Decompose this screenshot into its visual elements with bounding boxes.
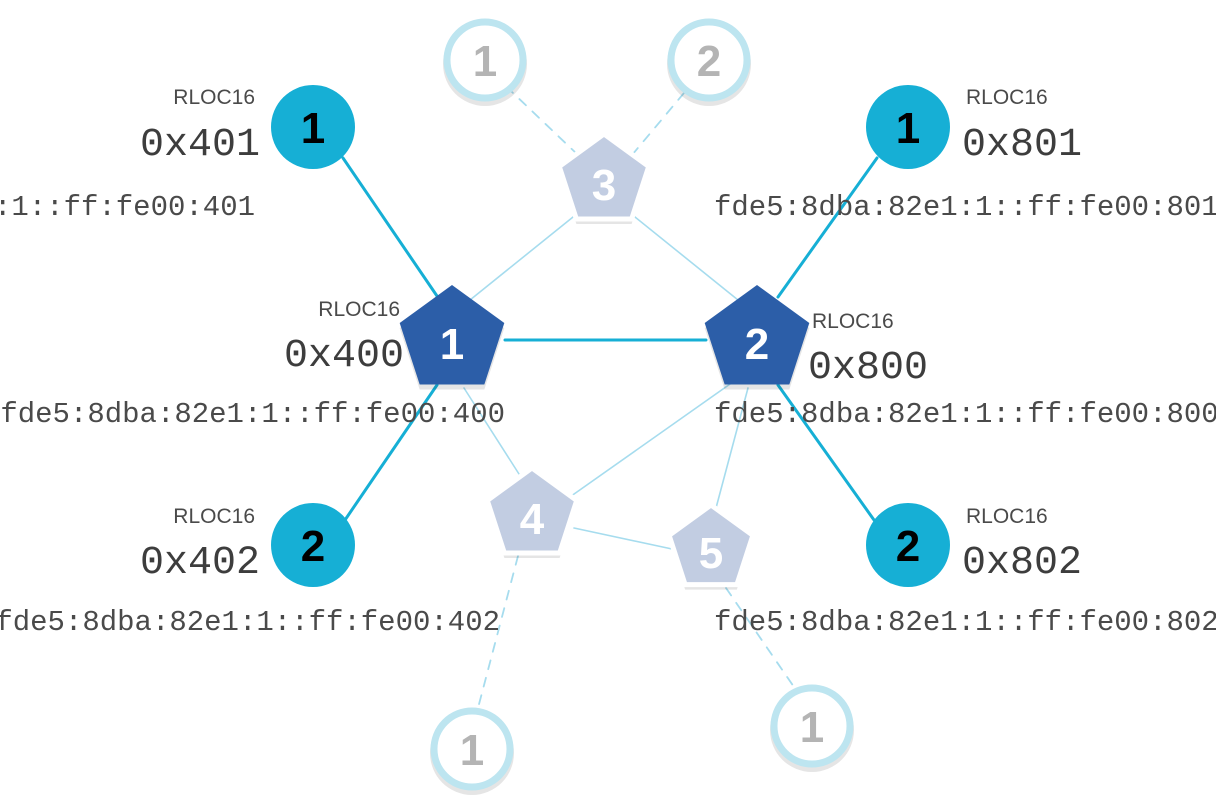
node-badge-label: 5 xyxy=(699,529,723,578)
node-bottomleft-faded-child[interactable]: 1 xyxy=(430,707,514,795)
node-badge-label: 2 xyxy=(697,37,721,86)
node-topright-faded-child[interactable]: 2 xyxy=(667,18,751,106)
rloc16-caption: RLOC16 xyxy=(318,298,400,321)
link-router800-faded3 xyxy=(629,212,739,301)
link-child801-router800 xyxy=(776,156,879,299)
node-badge-label: 1 xyxy=(460,726,484,775)
ipv6-address: fde5:8dba:82e1:1::ff:fe00:801 xyxy=(714,191,1216,224)
faded-child-circle[interactable] xyxy=(770,684,854,768)
node-5-faded-router[interactable]: 5 xyxy=(666,501,756,590)
faded-router-pentagon[interactable] xyxy=(484,464,580,556)
faded-child-circle[interactable] xyxy=(430,707,514,791)
rloc16-value: 0x401 xyxy=(140,123,260,168)
node-badge-label: 1 xyxy=(896,104,920,153)
faded-router-pentagon[interactable] xyxy=(666,501,756,588)
child-circle[interactable] xyxy=(866,503,950,587)
ipv6-address: fde5:8dba:82e1:1::ff:fe00:401 xyxy=(0,191,255,224)
link-child402-router400 xyxy=(343,383,439,522)
node-badge-label: 3 xyxy=(592,161,616,210)
node-0x802-child[interactable]: 2 xyxy=(866,503,950,587)
node-badge-label: 4 xyxy=(520,495,545,544)
child-circle[interactable] xyxy=(271,85,355,169)
link-faded4-childC xyxy=(477,555,519,709)
child-circle[interactable] xyxy=(866,85,950,169)
link-router800-faded5 xyxy=(715,387,749,509)
link-faded3-childA xyxy=(511,91,579,156)
router-pentagon[interactable] xyxy=(704,285,810,385)
links-layer xyxy=(341,91,879,709)
node-topleft-faded-child[interactable]: 1 xyxy=(443,18,527,106)
link-faded4-faded5 xyxy=(573,527,673,550)
rloc16-value: 0x402 xyxy=(140,541,260,586)
rloc16-caption: RLOC16 xyxy=(812,310,894,333)
ipv6-address: fde5:8dba:82e1:1::ff:fe00:402 xyxy=(0,606,500,639)
node-badge-label: 1 xyxy=(473,37,497,86)
router-pentagon[interactable] xyxy=(399,285,505,385)
node-badge-label: 1 xyxy=(301,104,325,153)
node-badge-label: 1 xyxy=(800,703,824,752)
node-0x801-child[interactable]: 1 xyxy=(866,85,950,169)
rloc16-value: 0x400 xyxy=(284,334,404,379)
node-3-faded-router[interactable]: 3 xyxy=(556,130,652,225)
node-0x401-child[interactable]: 1 xyxy=(271,85,355,169)
rloc16-caption: RLOC16 xyxy=(173,505,255,528)
faded-child-circle[interactable] xyxy=(443,18,527,102)
rloc16-caption: RLOC16 xyxy=(966,86,1048,109)
link-router800-faded4 xyxy=(566,376,741,500)
rloc16-value: 0x801 xyxy=(962,123,1082,168)
faded-child-circle[interactable] xyxy=(667,18,751,102)
node-bottomright-faded-child[interactable]: 1 xyxy=(770,684,854,772)
child-circle[interactable] xyxy=(271,503,355,587)
node-0x402-child[interactable]: 2 xyxy=(271,503,355,587)
ipv6-address: fde5:8dba:82e1:1::ff:fe00:802 xyxy=(714,606,1216,639)
node-badge-label: 2 xyxy=(896,522,920,571)
link-faded3-childB xyxy=(631,92,685,156)
node-0x800-router[interactable]: 2 xyxy=(704,285,810,390)
ipv6-address: fde5:8dba:82e1:1::ff:fe00:800 xyxy=(714,398,1216,431)
nodes-layer: 1 2 1 1 3 4 5 1 2 1 2 1 2 xyxy=(271,18,950,795)
node-0x400-router[interactable]: 1 xyxy=(399,285,505,390)
link-router400-faded4 xyxy=(463,387,520,475)
faded-router-pentagon[interactable] xyxy=(556,130,652,222)
link-child802-router800 xyxy=(776,383,876,522)
ipv6-address: fde5:8dba:82e1:1::ff:fe00:400 xyxy=(0,398,505,431)
rloc16-caption: RLOC16 xyxy=(173,86,255,109)
link-faded5-childD xyxy=(725,587,795,688)
node-badge-label: 1 xyxy=(440,320,464,369)
rloc16-value: 0x800 xyxy=(808,346,928,391)
label-group-0x401: RLOC160x401fde5:8dba:82e1:1::ff:fe00:401 xyxy=(0,86,260,224)
link-router400-faded3 xyxy=(469,212,579,301)
node-badge-label: 2 xyxy=(301,522,325,571)
node-4-faded-router[interactable]: 4 xyxy=(484,464,580,559)
rloc16-caption: RLOC16 xyxy=(966,505,1048,528)
rloc16-value: 0x802 xyxy=(962,541,1082,586)
labels-layer: RLOC160x401fde5:8dba:82e1:1::ff:fe00:401… xyxy=(0,86,1216,639)
link-child401-router400 xyxy=(341,156,439,298)
node-badge-label: 2 xyxy=(745,320,769,369)
